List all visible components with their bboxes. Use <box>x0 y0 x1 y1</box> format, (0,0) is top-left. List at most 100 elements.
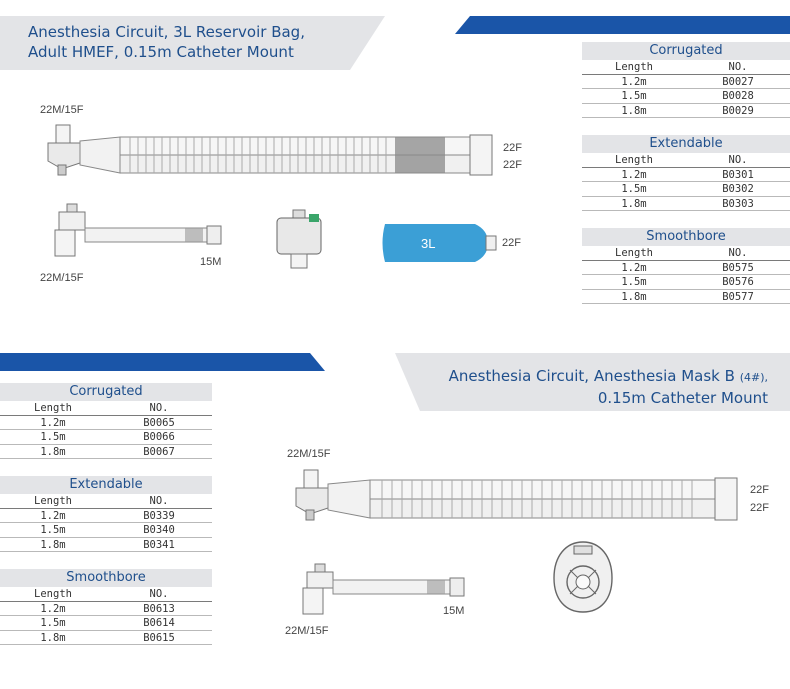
top-title: Anesthesia Circuit, 3L Reservoir Bag, Ad… <box>28 22 305 62</box>
bag-port-label: 22F <box>502 237 521 249</box>
hmef-filter-illustration <box>276 209 322 269</box>
cell-length: 1.5m <box>40 431 66 444</box>
cell-no: B0340 <box>143 524 175 537</box>
table-header-row: Length NO. <box>582 153 790 168</box>
bottom-title-line1-text: Anesthesia Circuit, Anesthesia Mask B <box>448 367 735 385</box>
table-heading: Extendable <box>582 135 790 153</box>
cell-no: B0303 <box>722 197 754 210</box>
cell-no: B0066 <box>143 431 175 444</box>
cell-no: B0615 <box>143 631 175 644</box>
reservoir-bag-illustration <box>382 224 497 262</box>
cell-no: B0067 <box>143 445 175 458</box>
cell-length: 1.5m <box>621 183 647 196</box>
table-heading: Corrugated <box>0 383 212 401</box>
top-table-extendable: Extendable Length NO. 1.2m B0301 1.5m B0302… <box>582 135 790 212</box>
cell-no: B0576 <box>722 276 754 289</box>
cell-no: B0341 <box>143 538 175 551</box>
table-row: 1.8m B0615 <box>0 631 212 646</box>
table-row: 1.5m B0302 <box>582 182 790 197</box>
cell-length: 1.8m <box>40 445 66 458</box>
col-no: NO. <box>728 154 748 166</box>
cell-length: 1.5m <box>40 617 66 630</box>
cell-no: B0614 <box>143 617 175 630</box>
top-port-b-label: 22F <box>503 159 522 171</box>
table-row: 1.8m B0029 <box>582 104 790 119</box>
cell-length: 1.2m <box>621 168 647 181</box>
anesthesia-mask-illustration <box>553 541 613 613</box>
col-length: Length <box>34 588 72 600</box>
cell-length: 1.8m <box>621 104 647 117</box>
bag-volume-label: 3L <box>421 236 436 251</box>
table-row: 1.8m B0341 <box>0 538 212 553</box>
cell-no: B0028 <box>722 90 754 103</box>
cell-no: B0613 <box>143 602 175 615</box>
table-row: 1.8m B0577 <box>582 290 790 305</box>
bottom-header-band <box>0 353 790 411</box>
top-circuit-illustration <box>47 124 493 176</box>
table-header-row: Length NO. <box>0 587 212 602</box>
bottom-title-line1: Anesthesia Circuit, Anesthesia Mask B (4… <box>449 366 768 388</box>
table-heading: Extendable <box>0 476 212 494</box>
col-length: Length <box>615 61 653 73</box>
table-header-row: Length NO. <box>0 494 212 509</box>
top-connector-bottom-label: 22M/15F <box>40 272 84 284</box>
bottom-catheter-mount-illustration <box>302 563 465 615</box>
bottom-port-a-label: 22F <box>750 484 769 496</box>
col-length: Length <box>615 154 653 166</box>
top-header-band <box>0 16 790 70</box>
cell-length: 1.8m <box>621 290 647 303</box>
table-heading: Smoothbore <box>582 228 790 246</box>
cell-no: B0577 <box>722 290 754 303</box>
bottom-title-line2: 0.15m Catheter Mount <box>597 389 768 407</box>
table-row: 1.5m B0576 <box>582 275 790 290</box>
table-row: 1.2m B0301 <box>582 168 790 183</box>
cell-no: B0575 <box>722 261 754 274</box>
cell-length: 1.2m <box>621 75 647 88</box>
col-no: NO. <box>149 495 169 507</box>
col-no: NO. <box>728 61 748 73</box>
top-title-line1: Anesthesia Circuit, 3L Reservoir Bag, <box>28 23 305 41</box>
cell-length: 1.5m <box>621 276 647 289</box>
table-row: 1.2m B0339 <box>0 509 212 524</box>
col-length: Length <box>34 495 72 507</box>
cell-no: B0029 <box>722 104 754 117</box>
bottom-circuit-illustration <box>295 469 738 521</box>
cell-no: B0339 <box>143 509 175 522</box>
bottom-title: Anesthesia Circuit, Anesthesia Mask B (4… <box>449 366 768 408</box>
table-row: 1.5m B0066 <box>0 430 212 445</box>
bottom-table-smoothbore: Smoothbore Length NO. 1.2m B0613 1.5m B0614… <box>0 569 212 646</box>
cell-length: 1.8m <box>40 631 66 644</box>
cell-no: B0065 <box>143 416 175 429</box>
cell-no: B0301 <box>722 168 754 181</box>
bottom-connector-bottom-label: 22M/15F <box>285 625 329 637</box>
col-length: Length <box>34 402 72 414</box>
cell-length: 1.2m <box>40 416 66 429</box>
table-row: 1.8m B0067 <box>0 445 212 460</box>
table-row: 1.2m B0575 <box>582 261 790 276</box>
top-catheter-mount-illustration <box>54 203 222 257</box>
table-heading: Smoothbore <box>0 569 212 587</box>
col-no: NO. <box>149 588 169 600</box>
table-row: 1.5m B0614 <box>0 616 212 631</box>
cell-length: 1.5m <box>621 90 647 103</box>
bottom-mount-length-label: 15M <box>443 605 465 617</box>
cell-no: B0302 <box>722 183 754 196</box>
cell-length: 1.2m <box>40 602 66 615</box>
cell-length: 1.2m <box>621 261 647 274</box>
cell-length: 1.2m <box>40 509 66 522</box>
top-connector-label: 22M/15F <box>40 104 84 116</box>
bottom-connector-label: 22M/15F <box>287 448 331 460</box>
table-row: 1.2m B0065 <box>0 416 212 431</box>
table-row: 1.2m B0613 <box>0 602 212 617</box>
cell-length: 1.8m <box>40 538 66 551</box>
col-length: Length <box>615 247 653 259</box>
